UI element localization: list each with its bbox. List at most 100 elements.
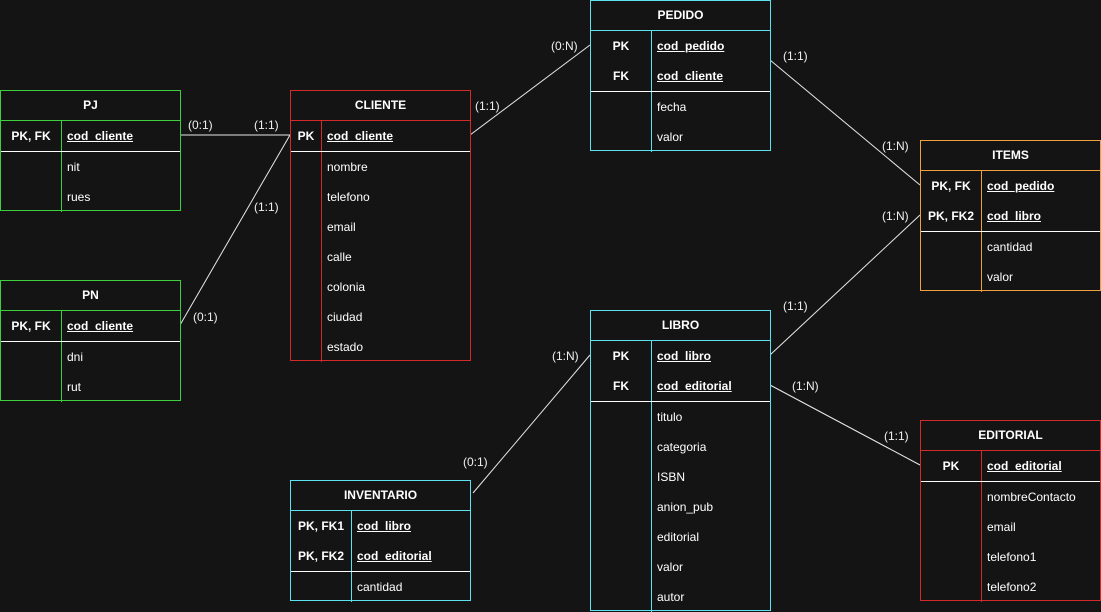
attribute-row: valor <box>591 122 770 152</box>
attribute-field: anion_pub <box>657 500 714 514</box>
entity-title: INVENTARIO <box>291 481 470 511</box>
entity-libro[interactable]: LIBRO PK cod_libro FK cod_editorial titu… <box>590 310 771 612</box>
attribute-section: cantidad valor <box>921 232 1100 292</box>
key-row: PK, FK cod_cliente <box>1 311 180 341</box>
key-label: FK <box>613 379 629 393</box>
attribute-row: telefono <box>291 182 470 212</box>
key-row: PK, FK cod_cliente <box>1 121 180 151</box>
key-section: PK cod_editorial <box>921 451 1100 482</box>
key-label: PK <box>612 349 630 363</box>
cardinality-cliente-pedido-to: (0:N) <box>551 39 578 53</box>
key-label: PK, FK <box>11 319 51 333</box>
entity-title: PJ <box>1 91 180 121</box>
edge-pn-cliente <box>179 134 291 326</box>
entity-inventario[interactable]: INVENTARIO PK, FK1 cod_libro PK, FK2 cod… <box>290 480 471 602</box>
key-section: PK cod_cliente <box>291 121 470 152</box>
attribute-row: rues <box>1 182 180 212</box>
entity-title: PEDIDO <box>591 1 770 31</box>
entity-pedido[interactable]: PEDIDO PK cod_pedido FK cod_cliente fech… <box>590 0 771 152</box>
entity-pn[interactable]: PN PK, FK cod_cliente dni rut <box>0 280 181 402</box>
key-row: PK cod_cliente <box>291 121 470 151</box>
attribute-row: colonia <box>291 272 470 302</box>
cardinality-pedido-items-to: (1:N) <box>882 139 909 153</box>
entity-cliente[interactable]: CLIENTE PK cod_cliente nombre telefono e… <box>290 90 471 362</box>
key-label: PK, FK1 <box>297 519 344 533</box>
key-field: cod_cliente <box>657 69 724 83</box>
key-row: FK cod_cliente <box>591 61 770 91</box>
attribute-field: telefono <box>327 190 370 204</box>
attribute-field: titulo <box>657 410 683 424</box>
key-field: cod_libro <box>987 209 1042 223</box>
key-row: FK cod_editorial <box>591 371 770 401</box>
key-field: cod_libro <box>657 349 712 363</box>
attribute-field: estado <box>327 340 364 354</box>
key-row: PK, FK2 cod_libro <box>921 201 1100 231</box>
key-label: PK, FK <box>11 129 51 143</box>
attribute-field: ciudad <box>327 310 363 324</box>
attribute-section: titulo categoria ISBN anion_pub editoria… <box>591 402 770 612</box>
attribute-field: valor <box>657 560 684 574</box>
cardinality-libro-editorial-from: (1:N) <box>792 379 819 393</box>
attribute-row: nombreContacto <box>921 482 1100 512</box>
attribute-field: categoria <box>657 440 707 454</box>
key-row: PK cod_pedido <box>591 31 770 61</box>
attribute-field: rut <box>67 380 82 394</box>
entity-pj[interactable]: PJ PK, FK cod_cliente nit rues <box>0 90 181 212</box>
key-label: FK <box>613 69 629 83</box>
key-field: cod_pedido <box>657 39 725 53</box>
entity-title: LIBRO <box>591 311 770 341</box>
attribute-row: email <box>921 512 1100 542</box>
attribute-row: valor <box>591 552 770 582</box>
key-field: cod_editorial <box>357 549 432 563</box>
attribute-row: editorial <box>591 522 770 552</box>
attribute-row: nombre <box>291 152 470 182</box>
attribute-row: titulo <box>591 402 770 432</box>
key-row: PK cod_editorial <box>921 451 1100 481</box>
attribute-field: telefono2 <box>987 580 1037 594</box>
key-label: PK, FK <box>931 179 971 193</box>
key-row: PK, FK cod_pedido <box>921 171 1100 201</box>
cardinality-libro-editorial-to: (1:1) <box>884 429 909 443</box>
entity-items[interactable]: ITEMS PK, FK cod_pedido PK, FK2 cod_libr… <box>920 140 1101 292</box>
key-label: PK, FK2 <box>297 549 344 563</box>
attribute-field: nombre <box>327 160 368 174</box>
attribute-field: valor <box>657 130 684 144</box>
attribute-row: cantidad <box>291 572 470 602</box>
key-field: cod_cliente <box>327 129 394 143</box>
edge-libro-editorial <box>769 384 921 466</box>
attribute-section: nombreContacto email telefono1 telefono2 <box>921 482 1100 602</box>
attribute-row: email <box>291 212 470 242</box>
attribute-row: autor <box>591 582 770 612</box>
attribute-field: rues <box>67 190 91 204</box>
key-label: PK, FK2 <box>927 209 974 223</box>
attribute-field: telefono1 <box>987 550 1037 564</box>
key-section: PK, FK cod_cliente <box>1 311 180 342</box>
attribute-row: telefono2 <box>921 572 1100 602</box>
attribute-field: dni <box>67 350 84 364</box>
attribute-field: cantidad <box>357 580 403 594</box>
key-row: PK, FK1 cod_libro <box>291 511 470 541</box>
entity-editorial[interactable]: EDITORIAL PK cod_editorial nombreContact… <box>920 420 1101 602</box>
attribute-section: cantidad <box>291 572 470 602</box>
attribute-row: fecha <box>591 92 770 122</box>
entity-title: ITEMS <box>921 141 1100 171</box>
attribute-row: telefono1 <box>921 542 1100 572</box>
attribute-row: dni <box>1 342 180 372</box>
attribute-field: valor <box>987 270 1014 284</box>
attribute-section: fecha valor <box>591 92 770 152</box>
key-field: cod_pedido <box>987 179 1055 193</box>
attribute-field: fecha <box>657 100 687 114</box>
attribute-field: email <box>327 220 356 234</box>
attribute-field: colonia <box>327 280 366 294</box>
key-field: cod_cliente <box>67 129 134 143</box>
key-section: PK, FK cod_pedido PK, FK2 cod_libro <box>921 171 1100 232</box>
attribute-row: rut <box>1 372 180 402</box>
attribute-field: autor <box>657 590 685 604</box>
key-section: PK, FK1 cod_libro PK, FK2 cod_editorial <box>291 511 470 572</box>
attribute-row: ISBN <box>591 462 770 492</box>
key-field: cod_libro <box>357 519 412 533</box>
cardinality-inventario-libro-to: (1:N) <box>552 349 579 363</box>
attribute-section: nombre telefono email calle colonia ciud… <box>291 152 470 362</box>
attribute-row: anion_pub <box>591 492 770 522</box>
cardinality-libro-items-from: (1:1) <box>783 299 808 313</box>
